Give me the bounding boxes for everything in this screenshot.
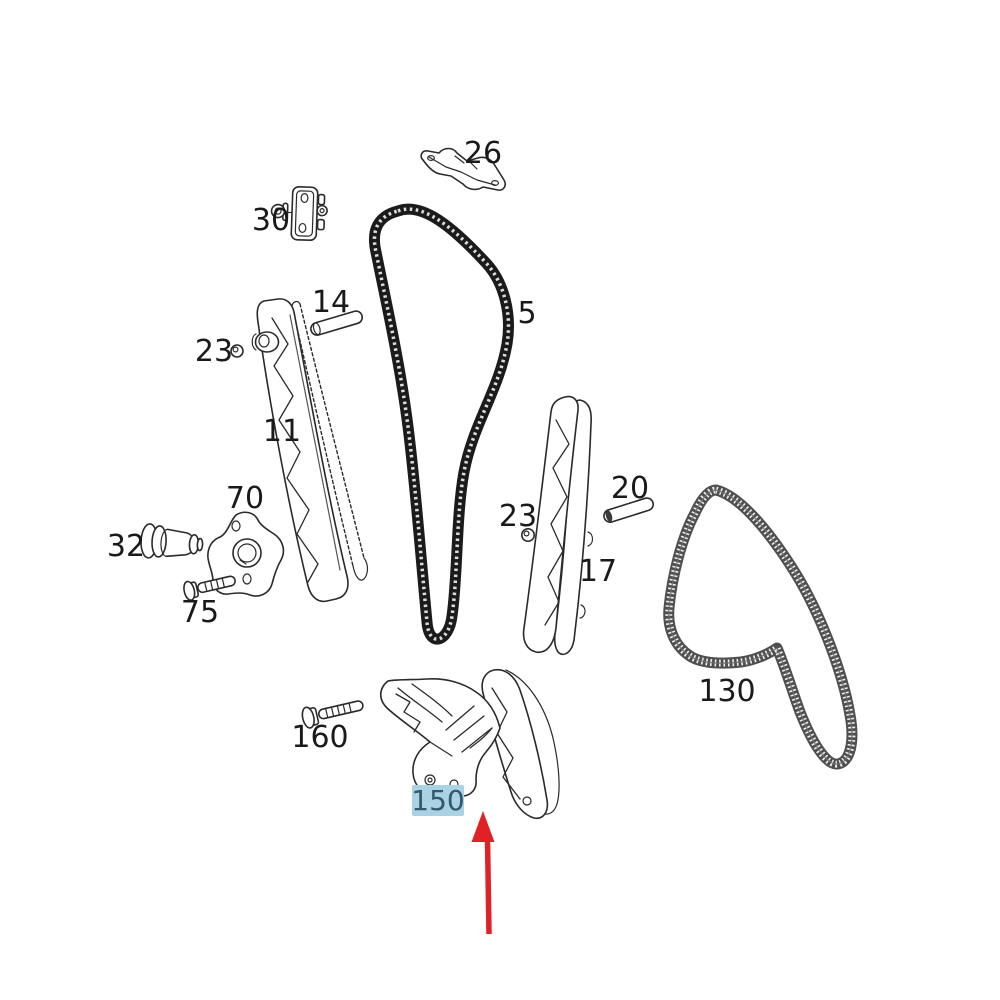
label-23-left: 23 bbox=[195, 334, 233, 369]
label-20: 20 bbox=[611, 471, 649, 506]
part-75-screw-drawing bbox=[183, 575, 236, 601]
label-75: 75 bbox=[181, 595, 219, 630]
part-32-tensioner-drawing bbox=[140, 523, 204, 559]
label-5: 5 bbox=[517, 296, 536, 331]
label-70: 70 bbox=[226, 481, 264, 516]
part-14-drawing bbox=[310, 310, 364, 336]
label-30: 30 bbox=[252, 203, 290, 238]
part-150-tensioner-rail-drawing bbox=[379, 668, 560, 820]
callout-labels: 26 30 14 5 23 11 70 32 75 23 20 17 130 1… bbox=[107, 136, 756, 817]
highlight-box-150 bbox=[412, 785, 464, 816]
part-70-bracket-drawing bbox=[207, 511, 285, 597]
label-11: 11 bbox=[263, 414, 301, 449]
part-23-right-washer-drawing bbox=[520, 527, 535, 542]
part-26-drawing bbox=[420, 147, 506, 191]
label-23-right: 23 bbox=[499, 499, 537, 534]
part-17-rail-drawing bbox=[522, 395, 594, 656]
label-150-highlighted: 150 bbox=[411, 784, 464, 817]
part-30-drawing bbox=[270, 186, 328, 242]
part-160-bolt-drawing bbox=[301, 700, 364, 729]
label-160: 160 bbox=[291, 720, 348, 755]
part-11-rail-drawing bbox=[251, 298, 369, 603]
label-26: 26 bbox=[464, 136, 502, 171]
part-23-left-washer-drawing bbox=[230, 344, 244, 358]
part-5-chain-drawing bbox=[369, 203, 514, 645]
label-130: 130 bbox=[698, 674, 755, 709]
part-130-belt-drawing bbox=[663, 484, 858, 770]
label-32: 32 bbox=[107, 529, 145, 564]
label-14: 14 bbox=[312, 285, 350, 320]
label-17: 17 bbox=[579, 554, 617, 589]
pointer-arrow-icon bbox=[471, 811, 495, 935]
part-20-pin-drawing bbox=[603, 497, 654, 523]
